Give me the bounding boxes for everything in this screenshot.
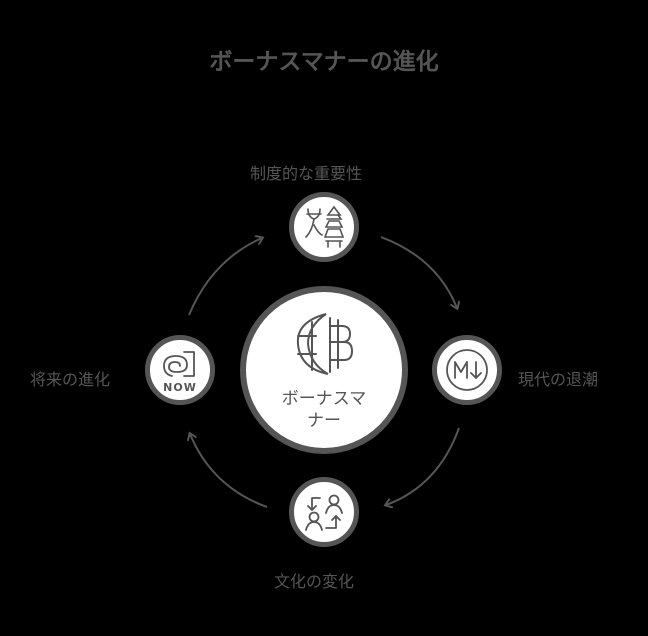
diagram-title: ボーナスマナーの進化 <box>209 49 439 75</box>
node-future-evolution: NOW <box>145 335 215 405</box>
markdown-down-icon <box>446 349 488 391</box>
node-modern-decline <box>432 335 502 405</box>
label-modern-decline: 現代の退潮 <box>518 370 599 389</box>
center-node-bonus-manners: ボーナスマ ナー <box>240 286 408 454</box>
label-future-evolution: 将来の進化 <box>30 370 111 389</box>
arrow-right-to-bottom <box>386 427 460 505</box>
pagoda-tradition-icon <box>305 205 345 248</box>
now-text: NOW <box>163 381 197 394</box>
center-label: ボーナスマ ナー <box>246 388 402 432</box>
globe-currency-icon <box>296 313 354 375</box>
arrow-bottom-to-left <box>190 434 268 508</box>
center-label-line2: ナー <box>307 411 341 431</box>
label-institutional-importance: 制度的な重要性 <box>250 164 363 183</box>
now-spiral-icon: NOW <box>163 351 197 394</box>
people-exchange-icon <box>305 494 343 531</box>
node-institutional-importance <box>289 192 359 262</box>
label-cultural-change: 文化の変化 <box>274 572 355 591</box>
arrow-left-to-top <box>188 238 262 316</box>
center-label-line1: ボーナスマ <box>281 389 367 409</box>
arrow-top-to-right <box>380 236 457 308</box>
node-cultural-change <box>289 477 359 547</box>
